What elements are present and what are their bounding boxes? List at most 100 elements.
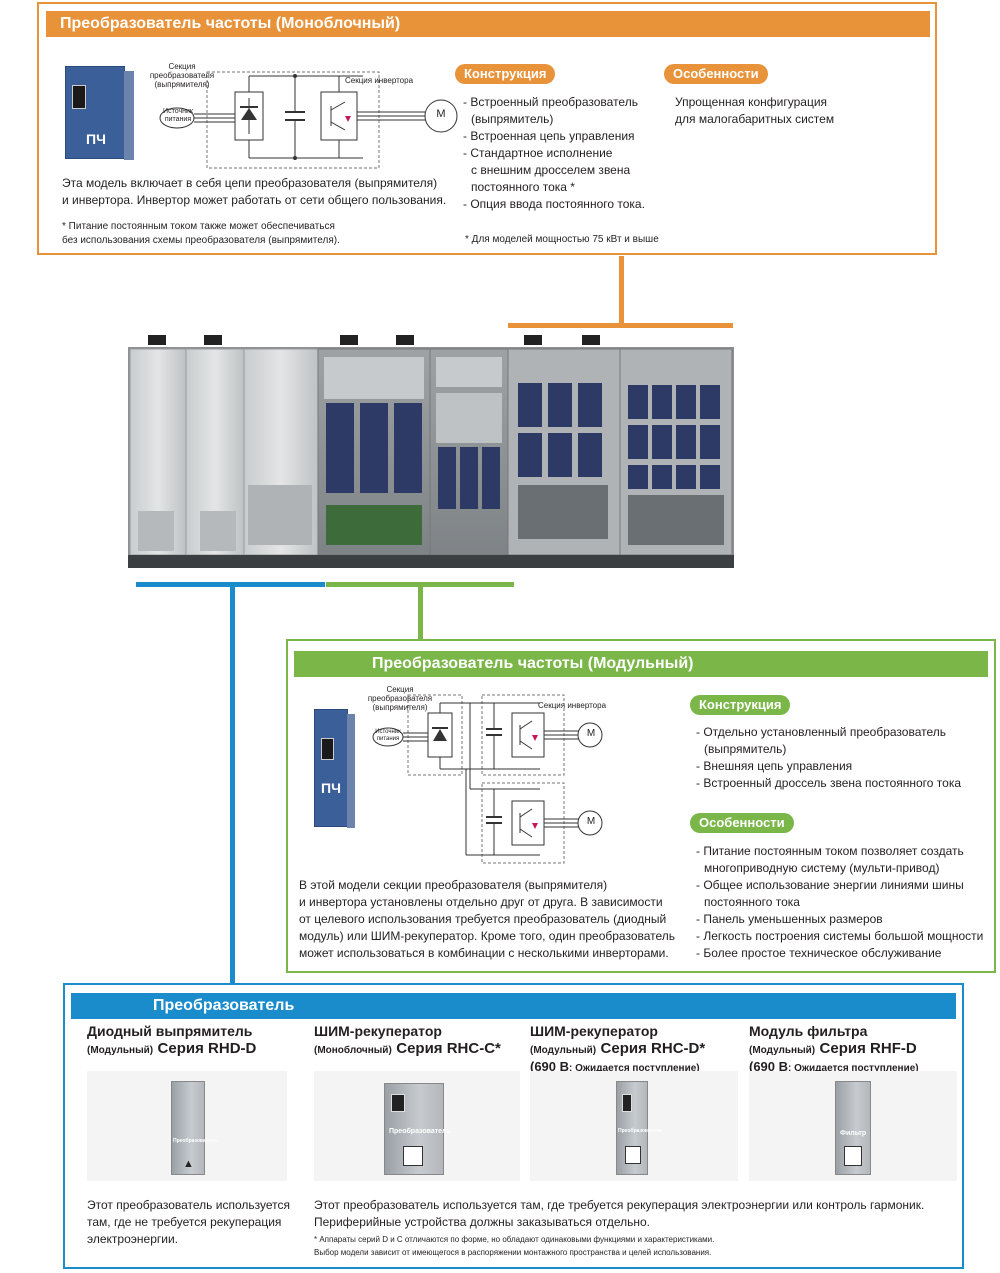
list-item: - Более простое техническое обслуживание (696, 946, 942, 960)
list-item: - Общее использование энергии линиями ши… (696, 878, 964, 892)
product-name: Диодный выпрямитель (87, 1023, 253, 1039)
orange-connector-bar (508, 323, 733, 328)
modular-panel: Преобразователь частоты (Модульный) ПЧ (286, 639, 996, 973)
mono-note-line: * Питание постоянным током также может о… (62, 221, 335, 232)
product-name: ШИМ-рекуператор (314, 1023, 442, 1039)
converter-desc-right: Этот преобразователь используется там, г… (314, 1198, 925, 1212)
mono-device-label: ПЧ (86, 131, 106, 147)
list-item: - Внешняя цепь управления (696, 759, 853, 773)
mono-title: Преобразователь частоты (Моноблочный) (46, 11, 930, 37)
list-item: (выпрямитель) (704, 742, 787, 756)
device-label: Фильтр (840, 1130, 867, 1137)
list-item: - Стандартное исполнение (463, 146, 613, 160)
product-image-frame: Преобразователь ▲ (87, 1071, 287, 1181)
igbt-icon (625, 1146, 641, 1164)
product-name: Модуль фильтра (749, 1023, 868, 1039)
converter-note-line: * Аппараты серий D и C отличаются по фор… (314, 1235, 715, 1244)
list-item: - Встроенный преобразователь (463, 95, 638, 109)
list-item: - Отдельно установленный преобразователь (696, 725, 947, 739)
product-heading: ШИМ-рекуператор (Модульный) Серия RHC-D*… (530, 1023, 745, 1076)
mono-features-badge: Особенности (664, 64, 768, 84)
product-series: Серия RHF-D (819, 1040, 917, 1057)
converter-desc-left: Этот преобразователь используется (87, 1198, 290, 1212)
blue-connector-bar (136, 582, 325, 587)
mono-construction-list: - Встроенный преобразователь (выпрямител… (463, 94, 645, 213)
list-item: - Встроенный дроссель звена постоянного … (696, 776, 962, 790)
product-name: ШИМ-рекуператор (530, 1023, 658, 1039)
product-subtype: (Модульный) (530, 1045, 597, 1056)
mono-motor-symbol: M (436, 108, 446, 120)
mono-circuit-diagram (159, 71, 458, 169)
modular-title: Преобразователь частоты (Модульный) (294, 651, 988, 677)
modular-construction-list: - Отдельно установленный преобразователь… (696, 724, 961, 792)
pwm-regen-modular-image: Преобразователь (616, 1081, 662, 1175)
pwm-regen-monoblock-image: Преобразователь (384, 1083, 451, 1175)
filter-module-image: Фильтр (835, 1081, 871, 1175)
modular-power-source-label: Источник питания (375, 729, 401, 742)
cabinet-photo (128, 335, 734, 568)
product-heading: Диодный выпрямитель (Модульный) Серия RH… (87, 1023, 302, 1060)
modular-rectifier-section-label: Секция преобразователя (выпрямителя) (367, 685, 433, 712)
mono-feature-line: Упрощенная конфигурация (675, 95, 828, 109)
list-item: - Панель уменьшенных размеров (696, 912, 883, 926)
converter-desc-left: электроэнергии. (87, 1232, 178, 1246)
converter-title: Преобразователь (71, 993, 956, 1019)
modular-device-image: ПЧ (314, 709, 355, 828)
modular-circuit-diagram (372, 694, 603, 864)
modular-construction-badge: Конструкция (690, 695, 791, 715)
converter-note-line: Выбор модели зависит от имеющегося в рас… (314, 1248, 712, 1257)
product-availability: : Ожидается поступление) (788, 1063, 919, 1074)
mono-construction-badge: Конструкция (455, 64, 556, 84)
list-item: - Легкость построения системы большой мо… (696, 929, 984, 943)
list-item: с внешним дросселем звена (471, 163, 631, 177)
modular-description-line: может использоваться в комбинации с неск… (299, 946, 669, 960)
list-item: - Питание постоянным током позволяет соз… (696, 844, 964, 858)
mono-description-line: Эта модель включает в себя цепи преобраз… (62, 176, 438, 190)
converter-desc-left: там, где не требуется рекуперация (87, 1215, 282, 1229)
converter-panel: Преобразователь Диодный выпрямитель (Мод… (63, 983, 964, 1269)
product-subtype: (Модульный) (87, 1045, 154, 1056)
mono-description-line: и инвертора. Инвертор может работать от … (62, 193, 447, 207)
product-availability: : Ожидается поступление) (569, 1063, 700, 1074)
modular-motor-symbol: M (586, 816, 596, 827)
diode-icon: ▲ (183, 1158, 194, 1170)
mono-note-line: без использования схемы преобразователя … (62, 235, 340, 246)
product-image-frame: Преобразователь (314, 1071, 520, 1181)
product-voltage: (690 В (749, 1059, 789, 1074)
list-item: - Встроенная цепь управления (463, 129, 635, 143)
modular-description-line: от целевого использования требуется прео… (299, 912, 667, 926)
product-heading: ШИМ-рекуператор (Моноблочный) Серия RHC-… (314, 1023, 529, 1060)
list-item: постоянного тока (704, 895, 800, 909)
modular-description-line: модуль) или ШИМ-рекуператор. Кроме того,… (299, 929, 676, 943)
list-item: (выпрямитель) (471, 112, 554, 126)
product-voltage: (690 В (530, 1059, 570, 1074)
mono-inverter-section-label: Секция инвертора (345, 76, 414, 85)
modular-description-line: В этой модели секции преобразователя (вы… (299, 878, 608, 892)
mono-feature-line: для малогабаритных систем (675, 112, 835, 126)
product-heading: Модуль фильтра (Модульный) Серия RHF-D (… (749, 1023, 964, 1076)
modular-features-badge: Особенности (690, 813, 794, 833)
product-subtype: (Моноблочный) (314, 1045, 392, 1056)
mono-power-source-label: Источник питания (163, 108, 193, 123)
blue-connector-vertical (230, 586, 235, 984)
modular-features-list: - Питание постоянным током позволяет соз… (696, 843, 983, 962)
filter-icon (844, 1146, 862, 1166)
diode-rectifier-image: Преобразователь ▲ (171, 1081, 217, 1175)
list-item: - Опция ввода постоянного тока. (463, 197, 645, 211)
mono-device-image: ПЧ (65, 66, 134, 160)
mono-rectifier-section-label: Секция преобразователя (выпрямителя) (149, 62, 215, 89)
product-subtype: (Модульный) (749, 1045, 816, 1056)
mono-panel: Преобразователь частоты (Моноблочный) ПЧ (37, 2, 937, 255)
modular-device-label: ПЧ (321, 780, 341, 796)
device-label: Преобразователь (389, 1128, 451, 1135)
product-image-frame: Преобразователь (530, 1071, 738, 1181)
device-label: Преобразователь (173, 1138, 218, 1144)
product-series: Серия RHC-D* (600, 1040, 706, 1057)
green-connector-vertical (418, 586, 423, 640)
mono-construction-note: * Для моделей мощностью 75 кВт и выше (465, 234, 659, 245)
product-series: Серия RHC-C* (396, 1040, 501, 1057)
device-label: Преобразователь (618, 1128, 663, 1134)
modular-description-line: и инвертора установлены отдельно друг от… (299, 895, 663, 909)
modular-motor-symbol: M (586, 728, 596, 739)
list-item: многоприводную систему (мульти-привод) (704, 861, 940, 875)
